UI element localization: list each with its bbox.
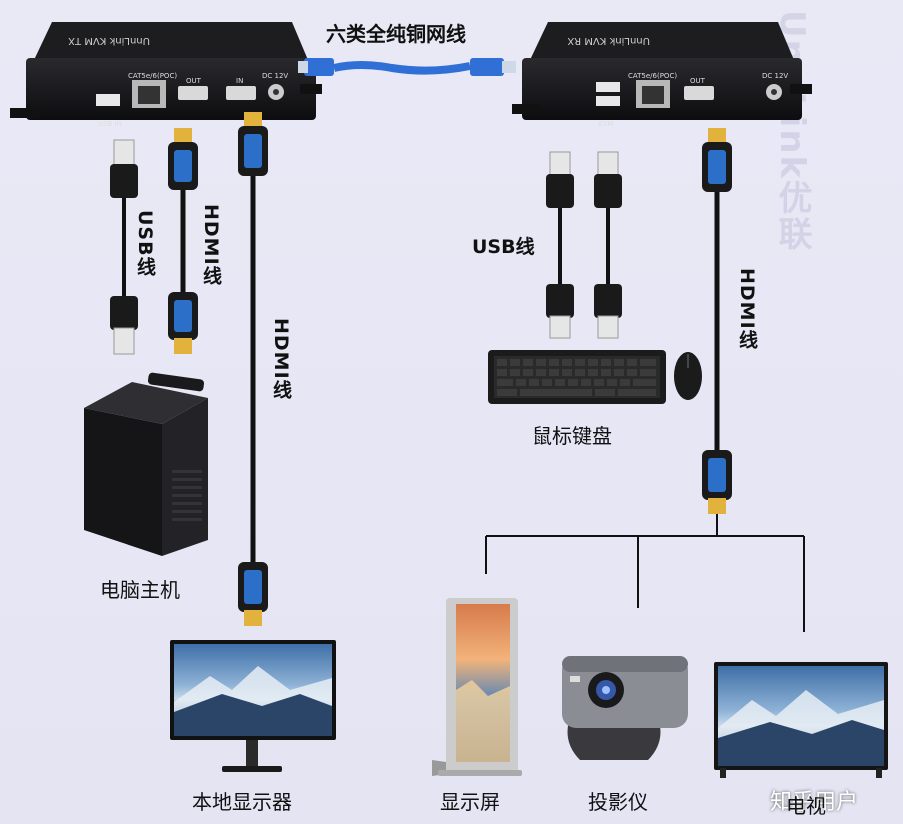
projector-label: 投影仪: [588, 790, 648, 814]
tx-port-in: IN: [236, 77, 243, 85]
rx-port-kvm: KVM: [598, 120, 613, 128]
tx-extender: [10, 22, 322, 120]
keyboard-mouse: [488, 350, 702, 404]
rx-top-text: UnnLink KVM RX: [567, 35, 650, 46]
tv: [714, 662, 888, 778]
kiosk-display: [432, 598, 522, 776]
hdmi-long-label: HDMI线: [270, 318, 292, 400]
pc-label: 电脑主机: [100, 578, 180, 602]
tx-port-cat: CAT5e/6(POC): [128, 72, 177, 80]
projector: [562, 656, 688, 760]
pc-tower: [84, 372, 208, 556]
keyboard-mouse-label: 鼠标键盘: [532, 424, 612, 448]
tx-port-usb: USB IN: [98, 120, 122, 128]
usb-left-label: USB线: [134, 210, 156, 277]
rx-extender: [512, 22, 812, 120]
tx-port-dc: DC 12V: [262, 72, 288, 80]
kiosk-label: 显示屏: [440, 790, 500, 814]
corner-watermark: 知乎用户: [770, 790, 859, 815]
local-monitor: [170, 640, 336, 772]
tx-port-out: OUT: [186, 77, 202, 85]
rx-port-cat: CAT5e/6(POC): [628, 72, 677, 80]
hdmi-right-label: HDMI线: [736, 268, 758, 350]
output-distribution-lines: [485, 514, 805, 632]
network-cable: [298, 58, 516, 76]
usb-right-label: USB线: [472, 236, 535, 258]
tv-label: 电视: [786, 794, 826, 818]
rx-port-dc: DC 12V: [762, 72, 788, 80]
local-monitor-label: 本地显示器: [192, 790, 292, 814]
hdmi-cable-right: [702, 128, 732, 514]
usb-cable-left: [110, 139, 138, 355]
network-cable-label: 六类全纯铜网线: [326, 22, 466, 46]
tx-top-text: UnnLink KVM TX: [68, 35, 150, 46]
hdmi-left-label: HDMI线: [200, 204, 222, 286]
hdmi-cable-left: [168, 128, 198, 354]
hdmi-cable-long: [238, 112, 268, 626]
usb-cables-right: [546, 151, 622, 339]
rx-port-out: OUT: [690, 77, 706, 85]
